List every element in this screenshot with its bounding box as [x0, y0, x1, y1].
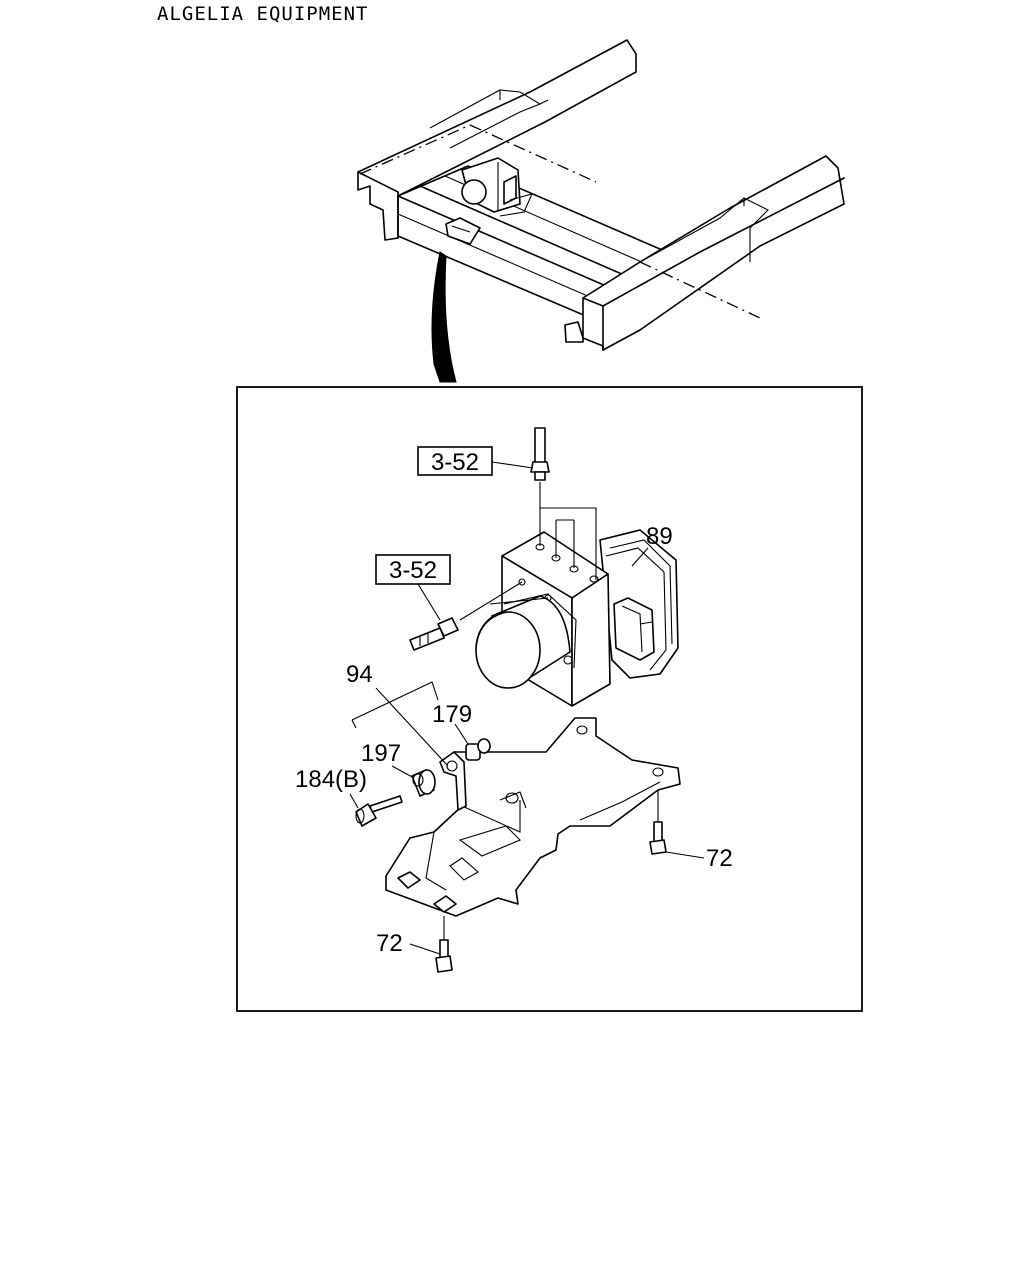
ref-box-lower: 3-52	[375, 554, 451, 585]
part-72-bolt-right	[649, 790, 667, 855]
ref-label-lower: 3-52	[389, 557, 437, 584]
detail-frame	[236, 386, 863, 1012]
label-part-197: 197	[361, 740, 401, 767]
abs-bracket	[385, 717, 681, 917]
upper-stud-bolt	[530, 427, 550, 481]
part-184b-bolt	[355, 795, 403, 827]
abs-hydraulic-unit	[459, 482, 679, 707]
chassis-frame-overview	[357, 39, 845, 383]
callout-leaders	[349, 461, 705, 955]
label-part-94: 94	[346, 661, 373, 688]
page-title: ALGELIA EQUIPMENT	[157, 3, 369, 25]
label-part-179: 179	[432, 701, 472, 728]
ref-label-upper: 3-52	[431, 449, 479, 476]
label-part-72-right: 72	[706, 845, 733, 872]
label-part-72-left: 72	[376, 930, 403, 957]
label-part-184b: 184(B)	[295, 766, 367, 793]
label-part-89: 89	[646, 523, 673, 550]
part-197-collar	[411, 769, 436, 797]
part-179-bushing	[465, 738, 491, 761]
lower-stud-bolt	[409, 617, 459, 651]
part-72-bolt-left	[435, 916, 453, 973]
ref-box-upper: 3-52	[417, 446, 493, 476]
